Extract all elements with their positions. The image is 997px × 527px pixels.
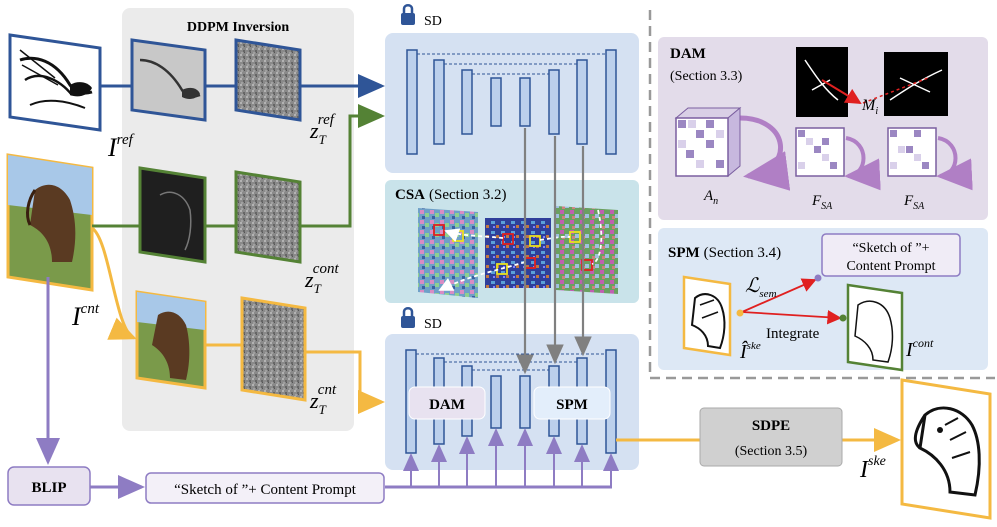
spm-origin-dot xyxy=(736,309,744,317)
spm-ihat-label: Îske xyxy=(739,340,761,363)
ddpm-inversion-title: DDPM Inversion xyxy=(187,20,289,35)
spm-loss-arrows xyxy=(741,278,842,325)
purple-flow xyxy=(36,277,612,499)
gray-flow-arrows xyxy=(516,128,592,375)
spm-prompt-dot xyxy=(814,274,822,282)
csa-feature-map-2 xyxy=(485,218,551,288)
dam-fsa-label-2: FSA xyxy=(903,193,925,212)
dam-section: (Section 3.3) xyxy=(670,69,743,84)
cnt-edge-image xyxy=(138,166,207,264)
sdpe-title: SDPE xyxy=(752,418,790,434)
spm-content-sketch xyxy=(846,283,904,372)
unet-spm-box xyxy=(533,386,611,420)
prompt-label: “Sketch of ”+ Content Prompt xyxy=(174,482,357,498)
sdpe-box xyxy=(699,407,843,467)
yellow-flow xyxy=(90,226,901,452)
sd-top-label: SD xyxy=(424,14,442,29)
spm-prompt-line2: Content Prompt xyxy=(846,259,935,274)
ref-noise-latent xyxy=(234,38,302,122)
sdpe-section: (Section 3.5) xyxy=(735,444,808,459)
csa-attention-links xyxy=(438,209,603,291)
spm-integrate-label: Integrate xyxy=(766,326,820,342)
content-image xyxy=(6,153,94,292)
dam-attention-cube xyxy=(674,106,742,178)
spm-icont-label: Icont xyxy=(905,336,934,361)
csa-feature-map-1 xyxy=(418,208,478,298)
spm-prompt-line1: “Sketch of ”+ xyxy=(852,241,929,256)
dam-fsa-matrix-1 xyxy=(795,127,845,177)
dam-cycle-arrow xyxy=(739,115,791,191)
iref-label: Iref xyxy=(107,132,135,162)
unet-top-blocks xyxy=(406,49,617,155)
csa-title: CSA(Section 3.2) xyxy=(395,187,507,203)
cnt-inversion-image xyxy=(135,290,207,390)
icnt-label: Icnt xyxy=(71,301,100,331)
lock-icon xyxy=(401,4,415,25)
reference-image xyxy=(8,33,102,132)
spm-loss-label: ℒsem xyxy=(745,275,777,300)
unet-dam-box xyxy=(408,386,486,420)
sd-top-unet xyxy=(385,33,639,173)
dam-title: DAM xyxy=(670,46,706,62)
output-sketch-image xyxy=(900,378,992,520)
prompt-box xyxy=(145,472,385,504)
purple-up-arrows xyxy=(403,428,619,487)
dam-mask-arrow xyxy=(821,79,862,105)
dam-fsa-matrix-2 xyxy=(887,127,937,177)
lock-icon xyxy=(401,307,415,328)
dam-fsa-label-1: FSA xyxy=(811,193,833,212)
spm-content-dot xyxy=(839,314,847,322)
unet-top-skips xyxy=(417,53,606,75)
cnt-noise-latent xyxy=(240,296,307,402)
iske-label: Iske xyxy=(859,454,886,483)
dam-matrix-label: An xyxy=(703,188,718,207)
zref-label: zTref xyxy=(309,112,336,147)
spm-prompt-box xyxy=(821,233,961,277)
blip-label: BLIP xyxy=(31,480,66,496)
zcnt-label: zTcnt xyxy=(309,382,337,417)
dam-mask-image-1 xyxy=(796,47,848,117)
dam-fsa-cycle-1 xyxy=(844,136,881,191)
spm-title: SPM(Section 3.4) xyxy=(668,245,781,261)
csa-feature-map-3 xyxy=(556,206,618,294)
sd-bottom-unet xyxy=(385,334,639,470)
sd-bottom-label: SD xyxy=(424,317,442,332)
dam-fsa-cycle-2 xyxy=(936,136,973,191)
dam-mask-label: Mi xyxy=(861,97,878,117)
blip-box xyxy=(7,466,91,506)
green-flow xyxy=(92,104,385,228)
cont-noise-latent xyxy=(234,170,302,264)
unet-spm-label: SPM xyxy=(556,397,588,413)
zcont-label: zTcont xyxy=(304,261,339,296)
unet-dam-label: DAM xyxy=(429,397,465,413)
ref-inversion-image xyxy=(130,38,207,122)
spm-generated-sketch xyxy=(682,275,732,357)
